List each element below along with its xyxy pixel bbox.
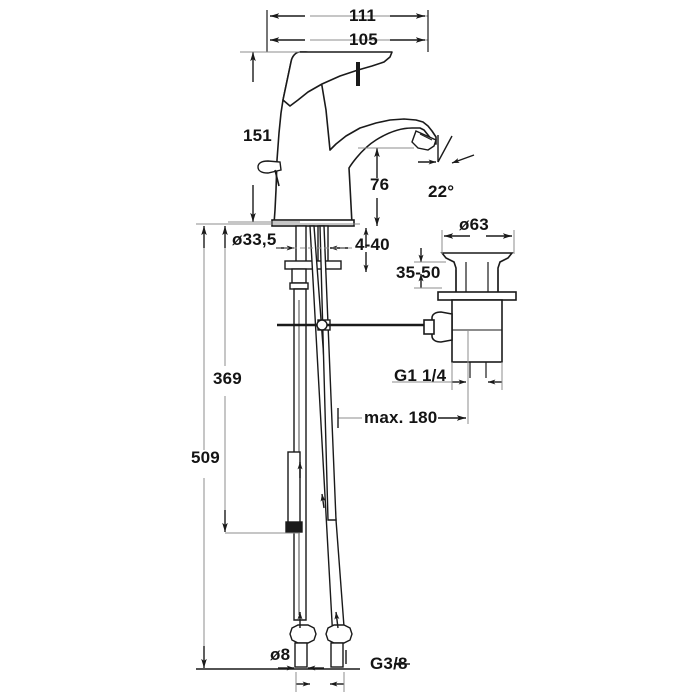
dim-label-g1-1-4: G1 1/4 xyxy=(394,366,447,385)
dim-label-111: 111 xyxy=(349,6,377,25)
dimension-35-50-extensions xyxy=(414,261,446,289)
pull-rod-assembly xyxy=(277,225,440,533)
dimension-22deg xyxy=(418,135,475,165)
dim-label-76: 76 xyxy=(370,175,390,194)
dim-label-509: 509 xyxy=(191,448,220,467)
hose-end-fittings xyxy=(289,624,353,668)
dim-label-max-180: max. 180 xyxy=(364,408,438,427)
hose-flow-arrows xyxy=(297,462,340,629)
dimension-diameter-63-extensions xyxy=(441,230,515,254)
dimension-151-extensions xyxy=(228,51,300,223)
dimension-max-180 xyxy=(337,408,467,428)
pullrod-knob xyxy=(257,160,282,187)
dim-label-hose-diameter: ø8 xyxy=(270,645,291,664)
dim-label-35-50: 35-50 xyxy=(396,263,441,282)
faucet-aerator-outlet xyxy=(411,130,437,151)
dim-label-4-40: 4-40 xyxy=(355,235,390,254)
dim-label-shank-diameter: ø33,5 xyxy=(232,230,277,249)
dim-label-22-degrees: 22° xyxy=(428,182,455,201)
dimension-g1-1-4-extensions xyxy=(451,362,503,390)
dimension-509-leader xyxy=(196,223,360,670)
dim-label-369: 369 xyxy=(213,369,242,388)
dim-label-drain-diameter: ø63 xyxy=(459,215,489,234)
faucet-body-outline xyxy=(273,51,437,225)
drain-assembly xyxy=(423,252,517,378)
dimension-g3-8 xyxy=(295,650,410,692)
dimension-extension-lines-top xyxy=(266,10,429,52)
dim-label-151: 151 xyxy=(243,126,272,145)
body-base-plate xyxy=(271,219,355,227)
faucet-lever-handle xyxy=(282,51,393,107)
dim-label-g3-8: G3/8 xyxy=(370,654,408,673)
dim-label-105: 105 xyxy=(349,30,378,49)
